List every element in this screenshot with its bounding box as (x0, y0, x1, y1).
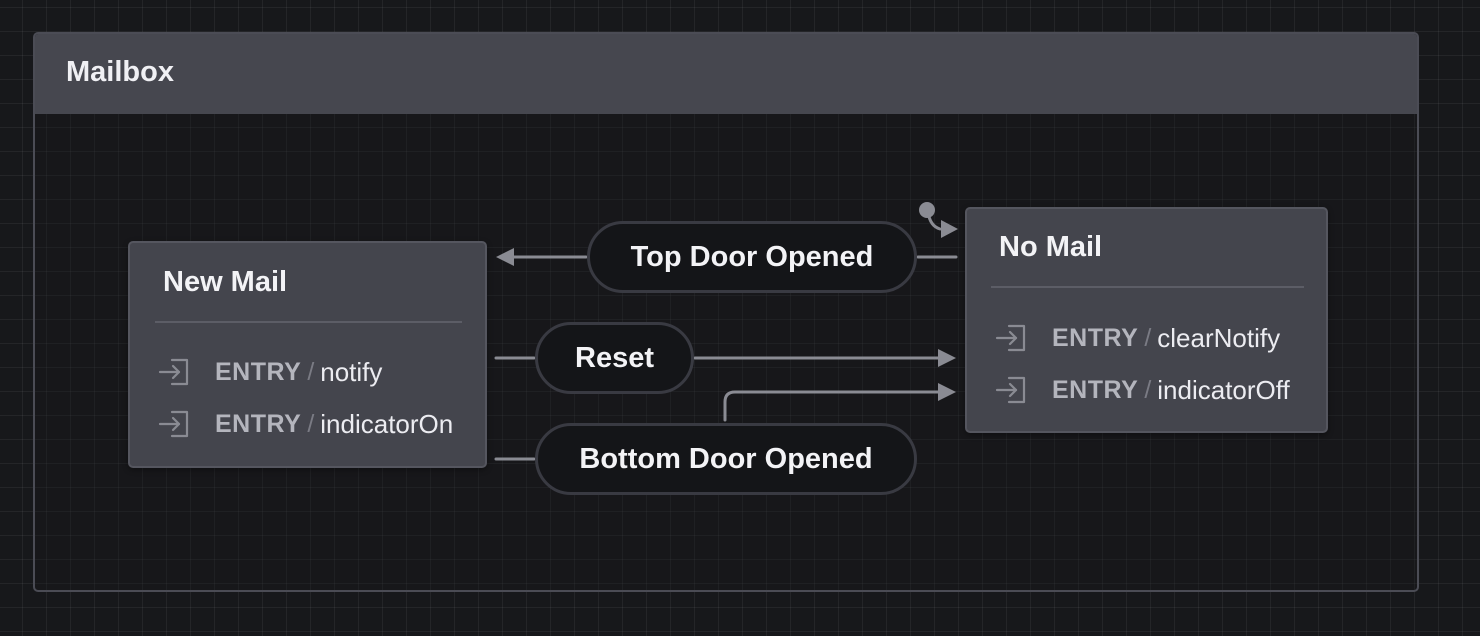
action-separator: / (307, 357, 315, 386)
state-divider (155, 321, 462, 323)
machine-header[interactable]: Mailbox (35, 34, 1417, 114)
entry-action-row[interactable]: ENTRY / clearNotify (994, 320, 1280, 356)
action-kind: ENTRY (1052, 375, 1139, 404)
action-separator: / (307, 409, 315, 438)
entry-arrow-icon (995, 324, 1026, 352)
action-separator: / (1144, 323, 1152, 352)
state-no-mail[interactable]: No Mail ENTRY / clearNotify ENTRY / indi… (965, 207, 1328, 433)
state-title: No Mail (999, 231, 1103, 263)
entry-action-row[interactable]: ENTRY / indicatorOff (994, 372, 1290, 408)
event-bottom-door-opened[interactable]: Bottom Door Opened (535, 423, 917, 495)
event-reset[interactable]: Reset (535, 322, 694, 394)
state-new-mail[interactable]: New Mail ENTRY / notify ENTRY / indicato… (128, 241, 487, 468)
machine-title: Mailbox (66, 56, 174, 88)
action-name: notify (320, 356, 383, 387)
action-kind: ENTRY (215, 357, 302, 386)
action-name: clearNotify (1157, 322, 1281, 353)
action-separator: / (1144, 375, 1152, 404)
state-divider (991, 286, 1304, 288)
action-kind: ENTRY (215, 409, 302, 438)
action-kind: ENTRY (1052, 323, 1139, 352)
entry-arrow-icon (158, 358, 189, 386)
event-top-door-opened[interactable]: Top Door Opened (587, 221, 917, 293)
entry-action-row[interactable]: ENTRY / indicatorOn (157, 406, 453, 442)
entry-arrow-icon (995, 376, 1026, 404)
entry-action-row[interactable]: ENTRY / notify (157, 354, 382, 390)
state-title: New Mail (163, 266, 288, 298)
action-name: indicatorOn (320, 408, 454, 439)
entry-arrow-icon (158, 410, 189, 438)
action-name: indicatorOff (1157, 374, 1290, 405)
